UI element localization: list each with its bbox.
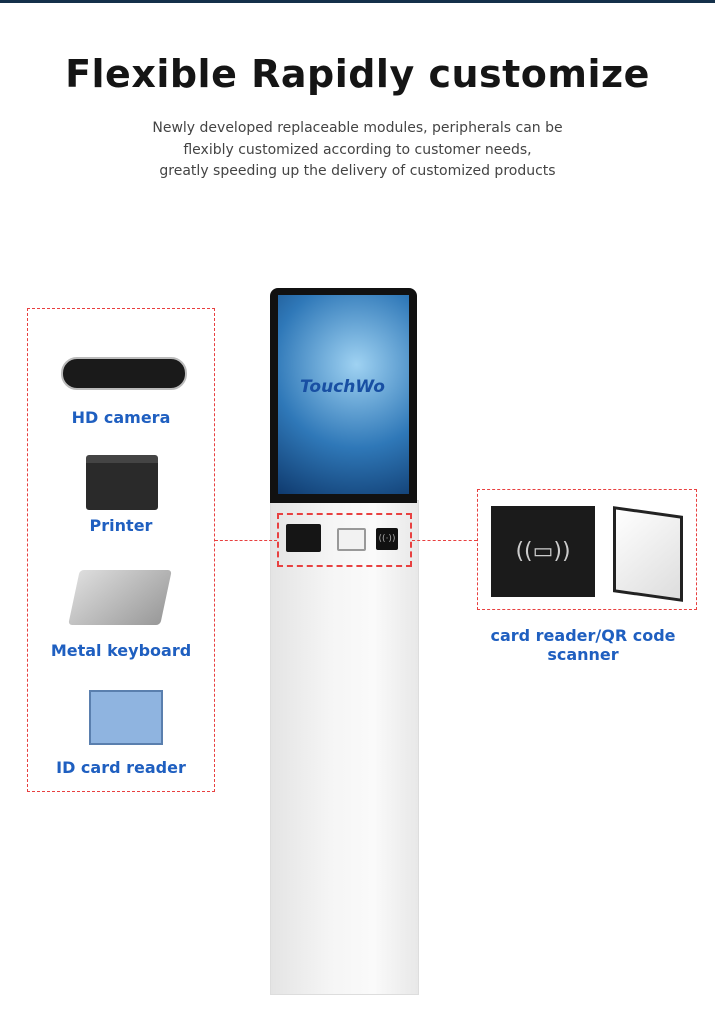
left-connector-line [215, 540, 277, 541]
top-bar [0, 0, 715, 3]
touchwo-logo: TouchWo [300, 377, 385, 397]
right-connector-line [412, 540, 477, 541]
kiosk-body [270, 500, 419, 995]
card-reader-image: ((▭)) [491, 506, 595, 597]
nfc-reader-icon: ((·)) [376, 528, 398, 550]
hd-camera-image [61, 357, 187, 390]
subtitle-line-3: greatly speeding up the delivery of cust… [159, 163, 556, 179]
metal-keyboard-image [68, 570, 172, 625]
left-modules-box [27, 308, 215, 792]
kiosk-modules-box [277, 513, 412, 567]
kiosk-screen: TouchWo [270, 288, 417, 503]
printer-label: Printer [89, 516, 153, 535]
page-title: Flexible Rapidly customize [65, 52, 650, 96]
scanner-window [337, 528, 366, 551]
subtitle-line-1: Newly developed replaceable modules, per… [152, 120, 563, 136]
subtitle-line-2: flexibly customized according to custome… [183, 142, 532, 158]
hd-camera-label: HD camera [71, 408, 171, 427]
id-card-reader-label: ID card reader [56, 758, 186, 777]
qr-scanner-image [613, 506, 683, 602]
metal-keyboard-label: Metal keyboard [50, 641, 192, 660]
card-reader-qr-scanner-label: card reader/QR code scanner [490, 626, 676, 664]
right-modules-box [477, 489, 697, 610]
printer-image [86, 455, 158, 510]
printer-slot [286, 524, 321, 552]
id-card-reader-image [89, 690, 163, 745]
